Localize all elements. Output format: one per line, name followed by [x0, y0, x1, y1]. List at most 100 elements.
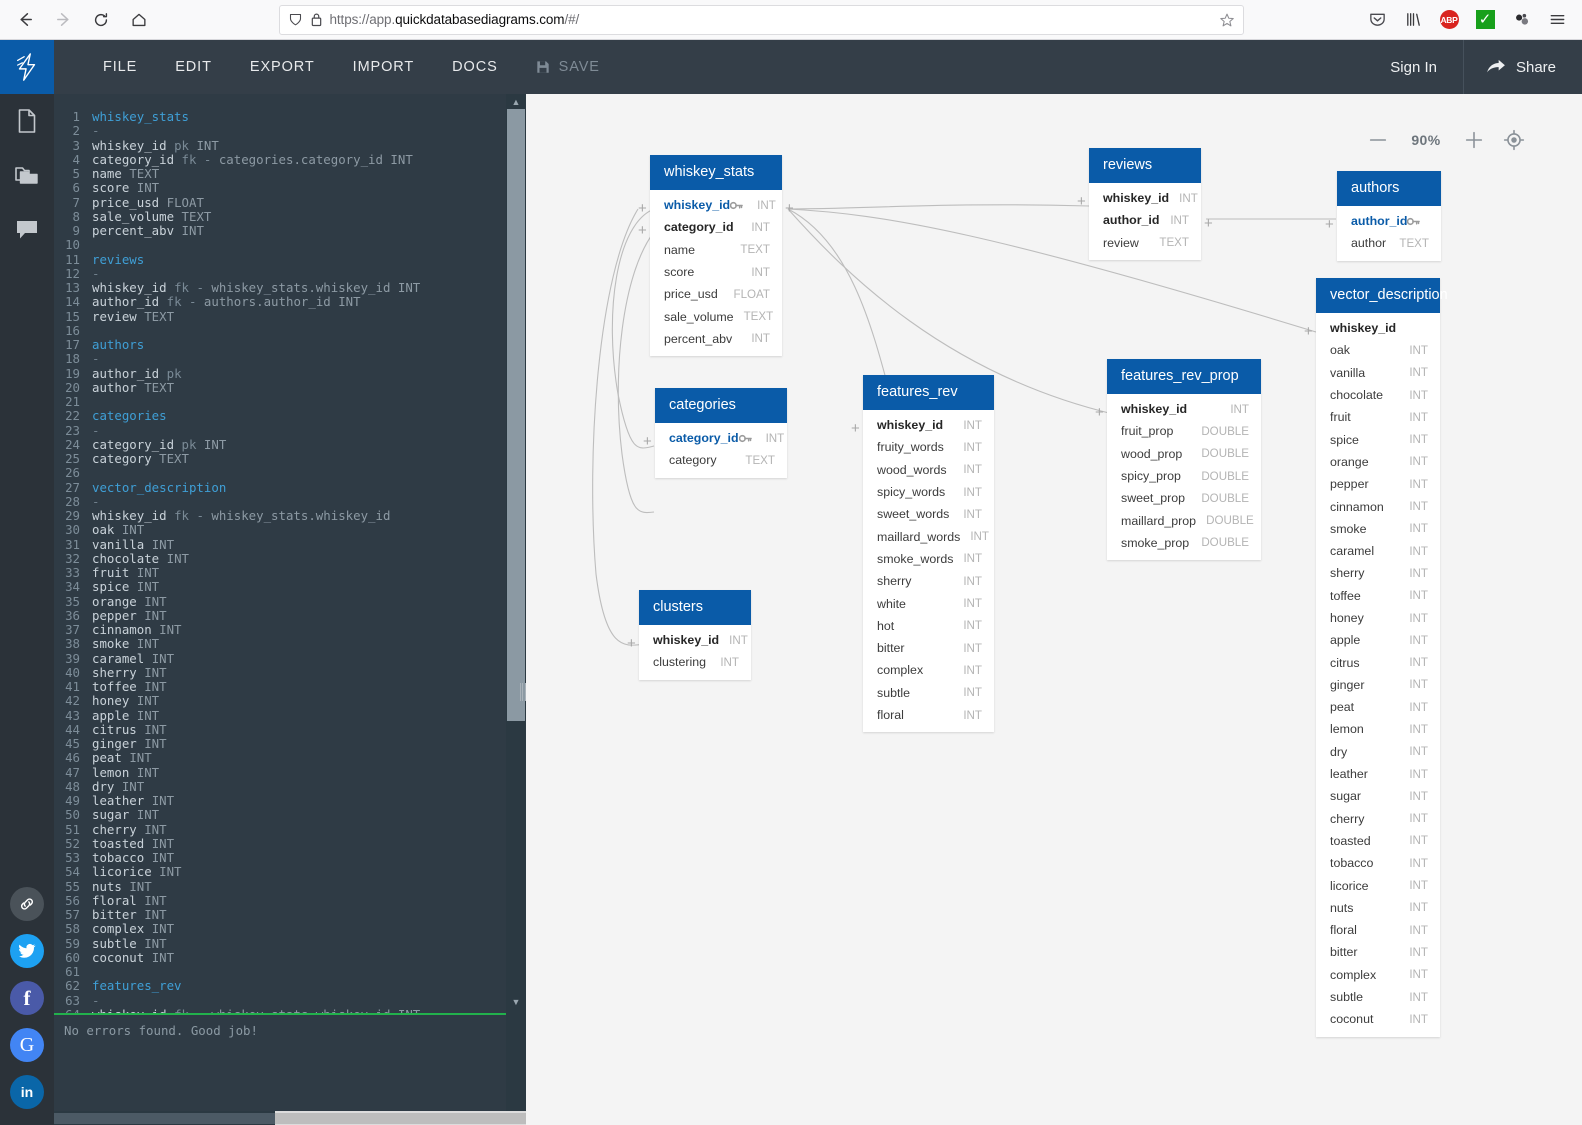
menu-edit[interactable]: EDIT — [175, 59, 212, 75]
menu-import[interactable]: IMPORT — [352, 59, 415, 75]
rail-item-document[interactable] — [0, 94, 54, 148]
address-bar[interactable]: https://app.quickdatabasediagrams.com/#/ — [278, 4, 1244, 35]
home-icon[interactable] — [122, 3, 156, 37]
table-row[interactable]: author_id — [1337, 210, 1441, 232]
hamburger-menu-icon[interactable] — [1546, 9, 1568, 31]
forward-arrow-icon[interactable] — [46, 3, 80, 37]
menu-docs[interactable]: DOCS — [452, 59, 498, 75]
back-arrow-icon[interactable] — [8, 3, 42, 37]
share-linkedin-button[interactable]: in — [10, 1075, 44, 1109]
scrollbar-thumb[interactable] — [507, 109, 525, 721]
adblock-plus-icon[interactable]: ABP — [1438, 9, 1460, 31]
lock-icon[interactable] — [310, 12, 323, 27]
recenter-target-icon[interactable] — [1494, 120, 1534, 160]
pocket-icon[interactable] — [1366, 9, 1388, 31]
rail-item-folders[interactable] — [0, 148, 54, 202]
table-row[interactable]: whiskey_id — [1316, 317, 1440, 339]
save-button[interactable]: SAVE — [517, 40, 619, 94]
share-google-button[interactable]: G — [10, 1028, 44, 1062]
page-horizontal-scrollbar[interactable] — [275, 1111, 526, 1125]
zoom-in-button[interactable] — [1454, 120, 1494, 160]
share-link-button[interactable] — [10, 887, 44, 921]
checkmark-extension-icon[interactable]: ✓ — [1474, 9, 1496, 31]
scroll-up-arrow-icon[interactable]: ▲ — [511, 96, 521, 107]
share-facebook-button[interactable]: f — [10, 981, 44, 1015]
share-twitter-button[interactable] — [10, 934, 44, 968]
rail-item-feedback[interactable] — [0, 202, 54, 256]
menu-export[interactable]: EXPORT — [249, 59, 315, 75]
molecule-icon[interactable] — [1510, 9, 1532, 31]
zoom-out-button[interactable] — [1358, 120, 1398, 160]
panel-resize-handle[interactable] — [518, 679, 526, 705]
shield-icon[interactable] — [288, 12, 303, 27]
library-icon[interactable] — [1402, 9, 1424, 31]
hscrollbar-thumb[interactable] — [54, 1113, 335, 1124]
